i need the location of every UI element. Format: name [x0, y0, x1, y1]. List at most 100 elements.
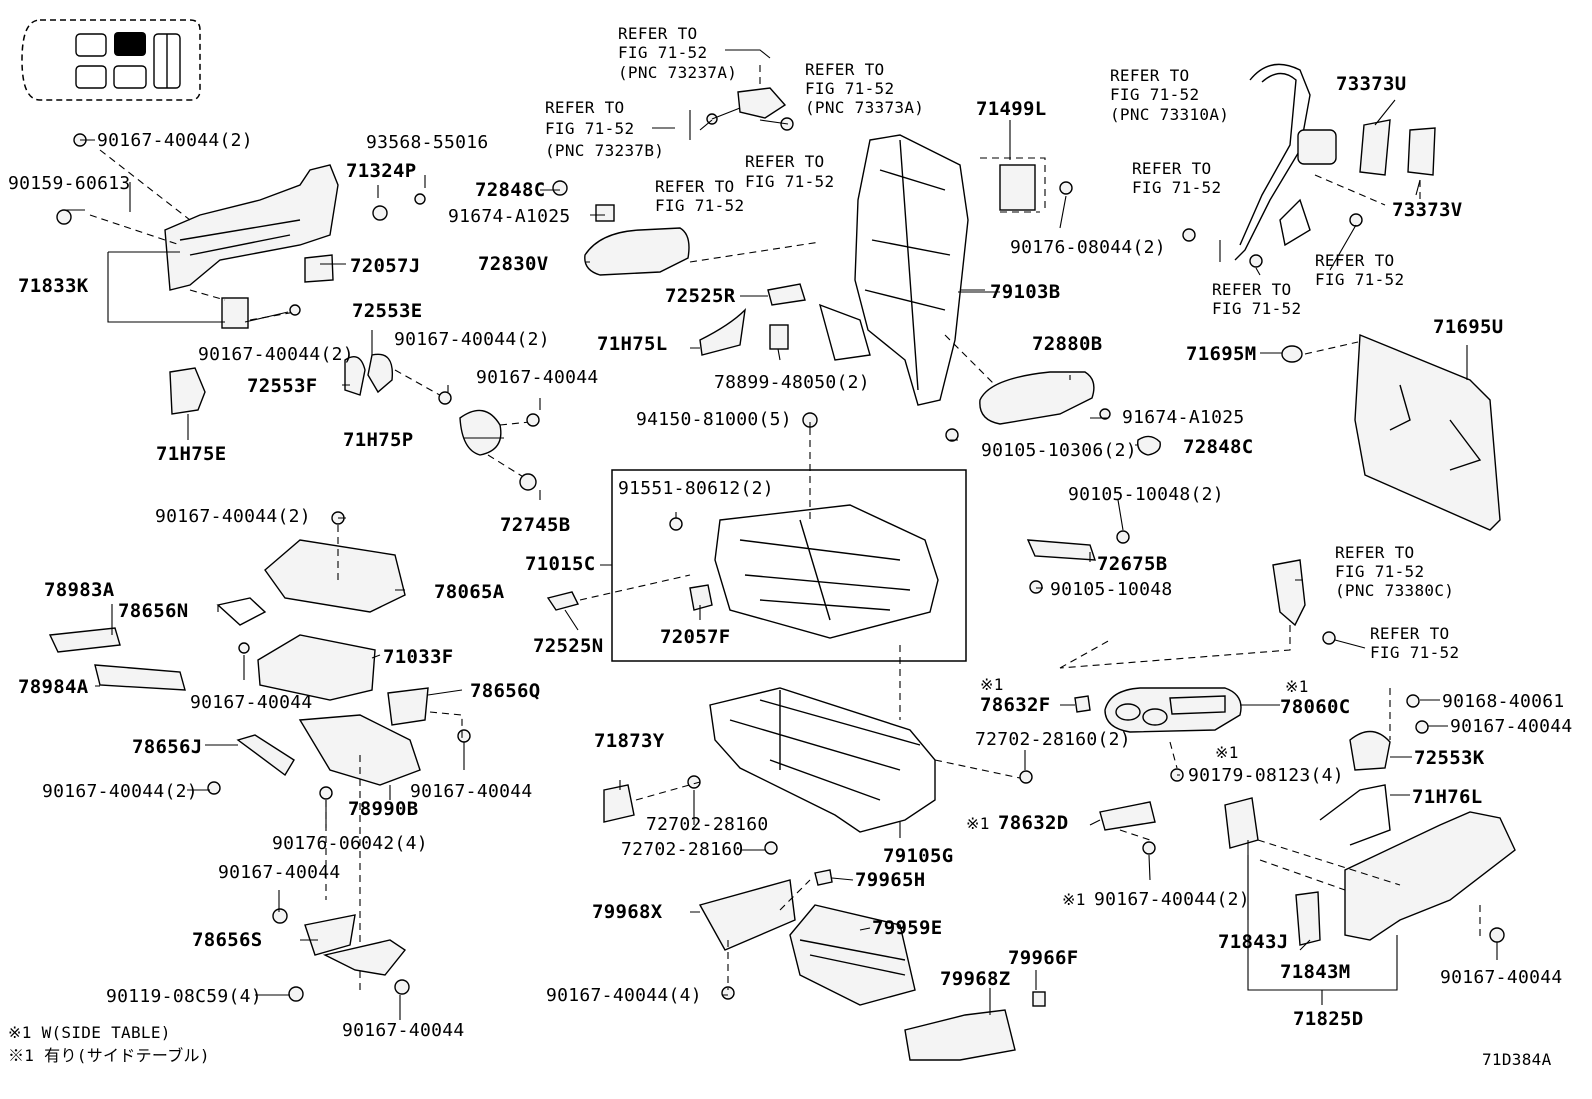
label-78656s: 78656S: [192, 929, 262, 951]
label-79966f: 79966F: [1008, 947, 1078, 969]
label-pnc-73380c: (PNC 73380C): [1335, 581, 1454, 600]
label-90167-40044-2-f: 90167-40044(2): [1094, 889, 1250, 910]
seat-rail-79105g-drawing: [603, 639, 1111, 855]
label-pnc-73373a: (PNC 73373A): [805, 98, 924, 117]
label-90105-10048: 90105-10048: [1050, 579, 1173, 600]
bracket-78983a-78984a-drawing: [48, 627, 186, 691]
footnote-side-table-en: ※1 W(SIDE TABLE): [8, 1023, 171, 1042]
label-78656j: 78656J: [132, 736, 202, 758]
label-79965h: 79965H: [855, 869, 925, 891]
label-91674-a1025-a: 91674-A1025: [448, 206, 571, 227]
part-number-labels: 90167-40044(2) 90159-60613 93568-55016 7…: [8, 24, 1572, 1069]
label-78983a: 78983A: [44, 579, 115, 601]
label-71695m: 71695M: [1186, 343, 1256, 365]
label-91551-80612-2: 91551-80612(2): [618, 478, 774, 499]
label-90167-40044-d: 90167-40044: [218, 862, 341, 883]
label-fig-71-52-3: FIG 71-52: [805, 79, 894, 98]
label-90176-06042-4: 90176-06042(4): [272, 833, 428, 854]
label-78065a: 78065A: [434, 581, 505, 603]
label-72702-28160-2: 72702-28160(2): [975, 729, 1131, 750]
label-79105g: 79105G: [883, 845, 953, 867]
label-91674-a1025-b: 91674-A1025: [1122, 407, 1245, 428]
label-refer-to-5: REFER TO: [655, 177, 734, 196]
label-72702-28160-a: 72702-28160: [646, 814, 769, 835]
label-90167-40044-2-b: 90167-40044(2): [198, 344, 354, 365]
label-fig-71-52-11: FIG 71-52: [1370, 643, 1459, 662]
label-72553k: 72553K: [1414, 747, 1485, 769]
seatback-board-71695u-drawing: [1281, 333, 1501, 531]
label-refer-to-6: REFER TO: [1110, 66, 1189, 85]
label-72848c-a: 72848C: [475, 179, 545, 201]
label-90159-60613: 90159-60613: [8, 173, 131, 194]
label-note-1-d: ※1: [966, 814, 990, 833]
label-90167-40044-2-a: 90167-40044(2): [97, 130, 253, 151]
label-90167-40044-g: 90167-40044: [1440, 967, 1563, 988]
label-93568-55016: 93568-55016: [366, 132, 489, 153]
label-90105-10048-2: 90105-10048(2): [1068, 484, 1224, 505]
label-90167-40044-b: 90167-40044: [190, 692, 313, 713]
label-72525n: 72525N: [533, 635, 603, 657]
buckle-73380c-drawing: [1059, 559, 1336, 669]
label-72553f: 72553F: [247, 375, 317, 397]
seatback-frame-79103b-drawing: [818, 134, 1073, 406]
label-71833k: 71833K: [18, 275, 89, 297]
label-72880b: 72880B: [1032, 333, 1102, 355]
seat-cushion-side-shield-drawing: [56, 133, 426, 329]
label-71033f: 71033F: [383, 646, 453, 668]
label-90168-40061: 90168-40061: [1442, 691, 1565, 712]
label-90167-40044-a: 90167-40044: [476, 367, 599, 388]
label-refer-to-1: REFER TO: [618, 24, 697, 43]
label-72745b: 72745B: [500, 514, 570, 536]
label-90167-40044-2-e: 90167-40044(2): [42, 781, 198, 802]
label-71499l: 71499L: [976, 98, 1046, 120]
label-90179-08123-4: 90179-08123(4): [1188, 765, 1344, 786]
bracket-72675b-drawing: [1026, 530, 1130, 594]
label-refer-to-11: REFER TO: [1370, 624, 1449, 643]
label-71h75p: 71H75P: [343, 429, 413, 451]
label-fig-71-52-10: FIG 71-52: [1335, 562, 1424, 581]
label-refer-to-3: REFER TO: [805, 60, 884, 79]
label-pnc-73237a: (PNC 73237A): [618, 63, 737, 82]
label-fig-71-52-1: FIG 71-52: [618, 43, 707, 62]
armrest-72880b-drawing: [945, 371, 1161, 456]
label-72830v: 72830V: [478, 253, 548, 275]
label-refer-to-4: REFER TO: [745, 152, 824, 171]
label-72057f: 72057F: [660, 626, 730, 648]
label-fig-71-52-8: FIG 71-52: [1315, 270, 1404, 289]
label-94150-81000-5: 94150-81000(5): [636, 409, 792, 430]
label-90176-08044-2: 90176-08044(2): [1010, 237, 1166, 258]
label-90119-08c59-4: 90119-08C59(4): [106, 986, 262, 1007]
label-73373u: 73373U: [1336, 73, 1406, 95]
label-78060c: 78060C: [1280, 696, 1350, 718]
label-90167-40044-2-d: 90167-40044(2): [155, 506, 311, 527]
label-73373v: 73373V: [1392, 199, 1462, 221]
label-78984a: 78984A: [18, 676, 89, 698]
armrest-72830v-drawing: [552, 49, 821, 276]
label-71843m: 71843M: [1280, 961, 1350, 983]
leader-lines: [64, 99, 1498, 1020]
label-fig-71-52-4: FIG 71-52: [745, 172, 834, 191]
label-90167-40044-e: 90167-40044: [342, 1020, 465, 1041]
label-79968z: 79968Z: [940, 968, 1010, 990]
label-refer-to-8: REFER TO: [1315, 251, 1394, 270]
label-pnc-73310a: (PNC 73310A): [1110, 105, 1229, 124]
label-71825d: 71825D: [1293, 1008, 1363, 1030]
label-pnc-73237b: (PNC 73237B): [545, 141, 664, 160]
cushion-pad-78065a-drawing: [264, 511, 406, 613]
label-refer-to-2: REFER TO: [545, 98, 624, 117]
label-72702-28160-b: 72702-28160: [621, 839, 744, 860]
label-fig-71-52-5: FIG 71-52: [655, 196, 744, 215]
trim-72553k-71h76l-drawing: [1319, 688, 1429, 846]
label-note-1-a: ※1: [980, 675, 1004, 694]
cushion-frame-71015c-drawing: [546, 412, 939, 639]
cushion-parts-71033f-78990b-drawing: [207, 597, 471, 990]
label-90167-40044-2-c: 90167-40044(2): [394, 329, 550, 350]
label-72525r: 72525R: [665, 285, 736, 307]
seat-side-shield-71825d-drawing: [1224, 797, 1516, 1005]
label-71324p: 71324P: [346, 160, 416, 182]
label-79103b: 79103B: [990, 281, 1060, 303]
label-71695u: 71695U: [1433, 316, 1503, 338]
label-78656q: 78656Q: [470, 680, 540, 702]
